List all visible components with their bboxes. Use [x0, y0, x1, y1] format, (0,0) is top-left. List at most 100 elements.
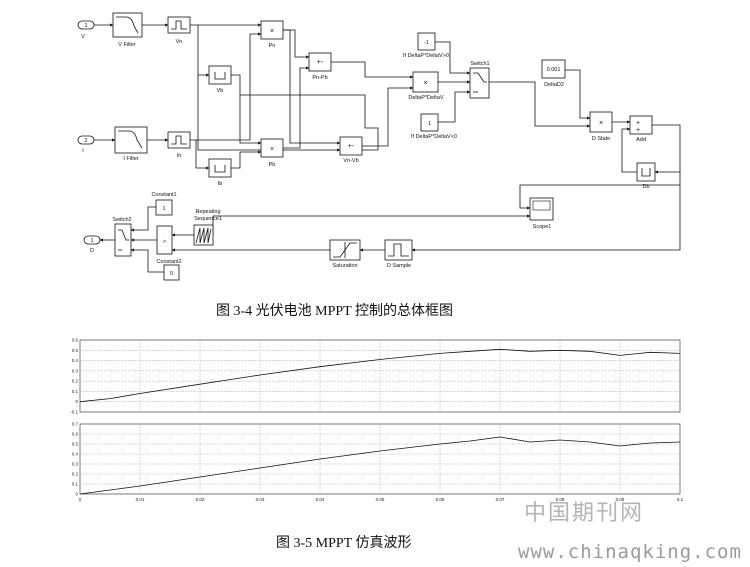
y-tick-label: 0.1 [72, 389, 79, 394]
svg-text:+-: +- [348, 143, 355, 150]
x-tick-label: 0.04 [316, 497, 325, 502]
y-tick-label: -0.1 [70, 410, 78, 415]
constant-neg1-block[interactable]: -1 If DeltaP*DeltaV>0 [403, 32, 449, 59]
svg-text:+: + [636, 127, 640, 134]
svg-text:Saturation: Saturation [332, 263, 357, 269]
x-tick-label: 0 [79, 497, 82, 502]
outport-d[interactable]: 1 D [83, 235, 101, 254]
x-tick-label: 0.03 [256, 497, 265, 502]
figure-caption-3-5: 图 3-5 MPPT 仿真波形 [276, 536, 412, 551]
svg-text:Constant2: Constant2 [156, 259, 181, 265]
svg-text:D State: D State [592, 136, 610, 142]
y-tick-label: 0.2 [72, 472, 79, 477]
x-tick-label: 0.01 [136, 497, 145, 502]
v-filter-block[interactable]: V Filter [112, 12, 143, 48]
in-sample-block[interactable]: In [167, 131, 191, 159]
svg-text:Scope1: Scope1 [533, 224, 552, 230]
svg-text:If DeltaP*DeltaV<0: If DeltaP*DeltaV<0 [411, 134, 457, 140]
svg-text:If DeltaP*DeltaV>0: If DeltaP*DeltaV>0 [403, 53, 449, 59]
plot-bottom-y-ticks: 0.70.60.50.40.30.20.10 [72, 422, 79, 497]
i-filter-block[interactable]: I Filter [114, 126, 148, 162]
svg-text:D Sample: D Sample [387, 263, 411, 269]
y-tick-label: 0.3 [72, 462, 79, 467]
plot-bottom-grid [80, 424, 680, 494]
db-delay-block[interactable]: Db [636, 162, 656, 190]
y-tick-label: 0.3 [72, 368, 79, 373]
svg-text:×: × [270, 146, 274, 153]
figure-caption-3-4: 图 3-4 光伏电池 MPPT 控制的总体框图 [216, 304, 453, 319]
x-tick-label: 0.09 [616, 497, 625, 502]
deltad2-constant-block[interactable]: 0.001 DeltaD2 [541, 59, 566, 88]
y-tick-label: 0.7 [72, 422, 79, 427]
add-block[interactable]: + + Add [629, 115, 653, 143]
svg-text:×: × [423, 80, 427, 87]
diagram-wires [94, 23, 681, 273]
svg-text:1: 1 [84, 23, 87, 29]
svg-text:Sequence1: Sequence1 [194, 216, 222, 222]
svg-text:1: 1 [428, 121, 431, 127]
ib-delay-block[interactable]: Ib [208, 158, 232, 187]
switch2-block[interactable]: Switch2 [112, 217, 132, 257]
svg-text:I: I [82, 148, 84, 154]
svg-text:In: In [177, 153, 182, 159]
plot-top: 0.60.50.40.30.20.10-0.1 [70, 338, 681, 415]
plot-bottom-series-line [79, 436, 681, 495]
watermark-url: www.chinaqking.com [518, 541, 742, 563]
svg-text:Db: Db [642, 184, 649, 190]
y-tick-label: 0.5 [72, 348, 79, 353]
y-tick-label: 0.6 [72, 432, 79, 437]
svg-text:Ib: Ib [218, 181, 223, 187]
vn-sample-block[interactable]: Vn [167, 16, 191, 45]
svg-text:D: D [90, 248, 94, 254]
svg-text:+: + [636, 120, 640, 127]
svg-text:DeltaD2: DeltaD2 [544, 82, 564, 88]
vb-delay-block[interactable]: Vb [208, 65, 232, 94]
y-tick-label: 0.4 [72, 452, 79, 457]
pn-pb-sum-block[interactable]: +- Pn-Pb [308, 52, 332, 81]
y-tick-label: 0 [75, 492, 78, 497]
plot-top-series-line [79, 348, 681, 403]
svg-text:0: 0 [170, 271, 173, 277]
x-tick-label: 0.07 [496, 497, 505, 502]
deltap-deltav-product-block[interactable]: × DeltaP*DeltaV [408, 71, 444, 101]
y-tick-label: 0.2 [72, 379, 79, 384]
saturation-block[interactable]: Saturation [329, 239, 361, 269]
svg-text:I Filter: I Filter [123, 156, 138, 162]
pb-product-block[interactable]: × Pb [260, 138, 284, 168]
repeating-sequence-block[interactable]: Repeating Sequence1 [193, 209, 222, 246]
scope1-block[interactable]: Scope1 [529, 197, 554, 230]
svg-text:1: 1 [162, 206, 165, 212]
svg-text:Vb: Vb [217, 88, 224, 94]
svg-text:V: V [81, 34, 85, 40]
constant1-block[interactable]: 1 Constant1 [151, 192, 177, 216]
pn-product-block[interactable]: × Pn [260, 20, 284, 49]
svg-text:Switch2: Switch2 [112, 217, 131, 223]
constant-pos1-block[interactable]: 1 If DeltaP*DeltaV<0 [411, 113, 457, 140]
plot-top-grid [80, 340, 680, 412]
svg-text:Pn: Pn [269, 43, 276, 49]
svg-text:Pb: Pb [269, 162, 276, 168]
y-tick-label: 0.5 [72, 442, 79, 447]
constant2-block[interactable]: 0 Constant2 [156, 259, 182, 281]
svg-text:Add: Add [636, 137, 646, 143]
d-state-product-block[interactable]: × D State [589, 111, 613, 142]
vn-vb-sum-block[interactable]: +- Vn-Vb [339, 136, 363, 164]
svg-text:Repeating: Repeating [195, 209, 220, 215]
svg-text:>: > [163, 239, 166, 245]
y-tick-label: 0.6 [72, 338, 79, 343]
x-tick-label: 0.05 [376, 497, 385, 502]
x-tick-label: 0.08 [556, 497, 565, 502]
svg-text:DeltaP*DeltaV: DeltaP*DeltaV [408, 95, 443, 101]
y-tick-label: 0 [75, 399, 78, 404]
svg-text:Vn: Vn [176, 39, 183, 45]
d-sample-block[interactable]: D Sample [384, 239, 413, 269]
svg-text:+-: +- [317, 59, 324, 66]
switch1-block[interactable]: Switch1 [469, 61, 490, 99]
comparator-block[interactable]: > [156, 225, 173, 255]
x-tick-label: 0.06 [436, 497, 445, 502]
inport-i[interactable]: 2 I [77, 135, 95, 154]
inport-v[interactable]: 1 V [77, 20, 95, 40]
